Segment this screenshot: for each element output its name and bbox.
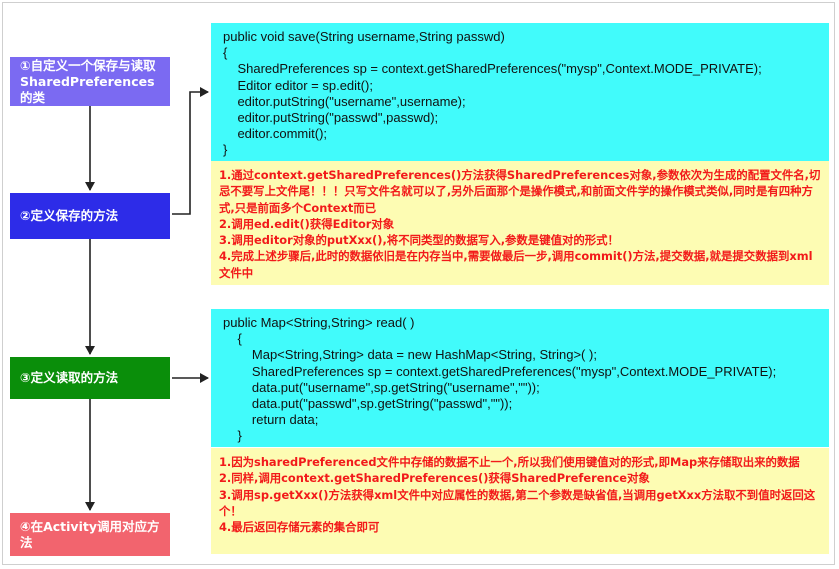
note-line: 2.同样,调用context.getSharedPreferences()获得S… <box>219 471 650 486</box>
note-line: 2.调用ed.edit()获得Editor对象 <box>219 216 395 231</box>
note-line: 3.调用editor对象的putXxx(),将不同类型的数据写入,参数是键值对的… <box>219 233 619 248</box>
code-line: { <box>223 45 228 61</box>
code-line: Editor editor = sp.edit(); <box>223 77 373 93</box>
step-define-read-label: ③定义读取的方法 <box>20 370 119 385</box>
save-method-notes: 1.通过context.getSharedPreferences()方法获得Sh… <box>211 161 829 285</box>
step-call-in-activity-label: ④在Activity调用对应方法 <box>20 518 160 550</box>
code-line: SharedPreferences sp = context.getShared… <box>223 363 777 379</box>
code-line: Map<String,String> data = new HashMap<St… <box>223 347 597 363</box>
code-line: } <box>223 428 242 444</box>
note-line: 4.最后返回存储元素的集合即可 <box>219 520 380 535</box>
code-line: public Map<String,String> read( ) <box>223 315 415 330</box>
code-line: { <box>223 331 242 347</box>
step-define-read: ③定义读取的方法 <box>10 357 170 399</box>
code-line: } <box>223 142 228 158</box>
code-line: editor.putString("username",username); <box>223 93 466 109</box>
code-line: data.put("username",sp.getString("userna… <box>223 379 540 395</box>
step-define-save-label: ②定义保存的方法 <box>20 208 119 223</box>
code-line: SharedPreferences sp = context.getShared… <box>223 61 762 77</box>
step-call-in-activity: ④在Activity调用对应方法 <box>10 513 170 556</box>
note-line: 1.因为sharedPreferenced文件中存储的数据不止一个,所以我们使用… <box>219 455 800 469</box>
note-line: 4.完成上述步骤后,此时的数据依旧是在内存当中,需要做最后一步,调用commit… <box>219 249 813 280</box>
note-line: 3.调用sp.getXxx()方法获得xml文件中对应属性的数据,第二个参数是缺… <box>219 487 816 518</box>
code-line: data.put("passwd",sp.getString("passwd",… <box>223 396 513 412</box>
step-define-class: ①自定义一个保存与读取SharedPreferences的类 <box>10 57 170 106</box>
note-line: 1.通过context.getSharedPreferences()方法获得Sh… <box>219 168 821 215</box>
code-line: editor.putString("passwd",passwd); <box>223 110 439 126</box>
step-define-save: ②定义保存的方法 <box>10 193 170 239</box>
arrow-step2-to-save-code <box>172 87 209 215</box>
code-line: editor.commit(); <box>223 126 328 142</box>
save-method-code-block: public void save(String username,String … <box>211 23 829 161</box>
read-method-code-block: public Map<String,String> read( ) { Map<… <box>211 309 829 447</box>
code-line: public void save(String username,String … <box>223 29 505 44</box>
step-define-class-label: ①自定义一个保存与读取SharedPreferences的类 <box>20 57 156 105</box>
code-line: return data; <box>223 412 319 428</box>
read-method-notes: 1.因为sharedPreferenced文件中存储的数据不止一个,所以我们使用… <box>211 448 829 554</box>
